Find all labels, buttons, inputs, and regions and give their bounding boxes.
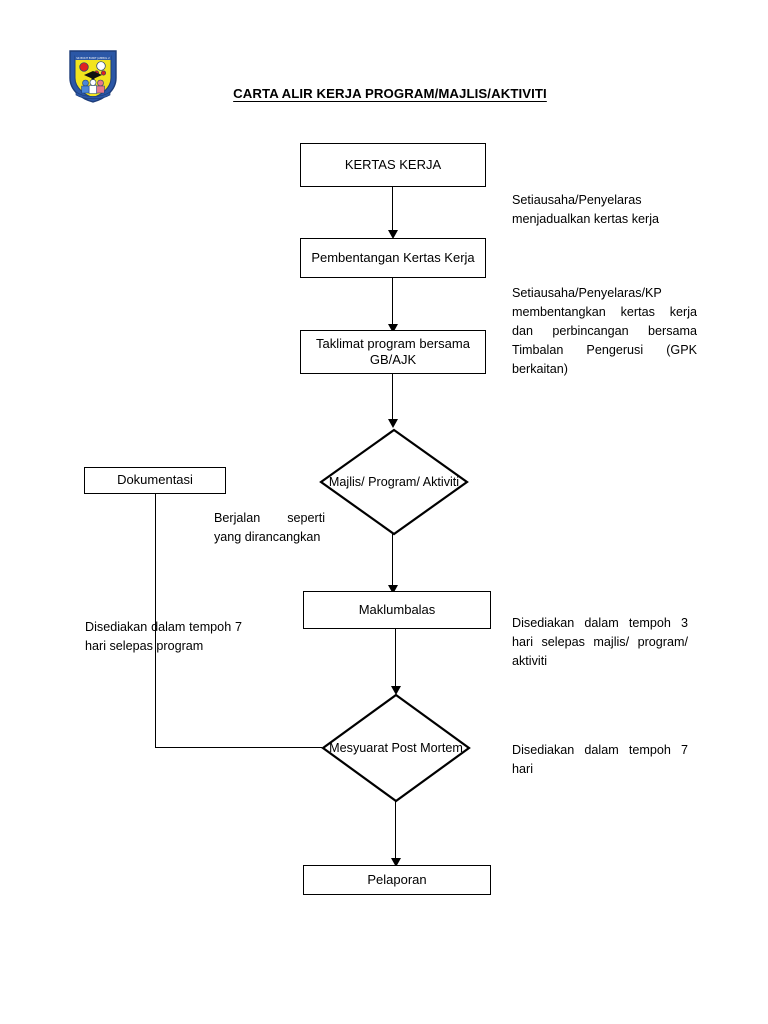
decision-label-line2: Post (391, 740, 417, 755)
school-crest-logo: SK BUKIT BUKIT JAMBUL 2 (66, 48, 120, 104)
node-label: KERTAS KERJA (344, 156, 442, 172)
node-label: Dokumentasi (117, 472, 193, 488)
node-maklumbalas: Maklumbalas (303, 591, 491, 629)
node-label: Pelaporan (367, 871, 427, 887)
node-label: Maklumbalas (358, 601, 436, 617)
connector-postmortem-to-pelaporan (395, 801, 396, 861)
decision-label-line1: Mesyuarat (329, 740, 388, 755)
decision-mesyuarat-post-mortem: Mesyuarat Post Mortem (321, 693, 471, 803)
node-pembentangan-kertas-kerja: Pembentangan Kertas Kerja (300, 238, 486, 278)
arrowhead-4 (388, 585, 398, 594)
arrowhead-1 (388, 230, 398, 239)
connector-kertas-to-pembentangan (392, 187, 393, 232)
diamond-shape (319, 428, 469, 536)
decision-majlis-program-aktiviti: Majlis/ Program/ Aktiviti (319, 428, 469, 536)
note-postmortem: Disediakan dalam tempoh 7 hari (512, 743, 688, 776)
connector-dokumentasi-vertical (155, 494, 156, 747)
label-berjalan-seperti-dirancangkan: Berjalan seperti yang dirancangkan (214, 511, 325, 544)
arrowhead-6 (391, 858, 401, 867)
node-taklimat-program: Taklimat program bersama GB/AJK (300, 330, 486, 374)
arrowhead-3 (388, 419, 398, 428)
connector-maklumbalas-to-postmortem (395, 629, 396, 689)
page-title: CARTA ALIR KERJA PROGRAM/MAJLIS/AKTIVITI (233, 86, 547, 101)
arrowhead-5 (391, 686, 401, 695)
node-dokumentasi: Dokumentasi (84, 467, 226, 494)
connector-pembentangan-to-taklimat (392, 278, 393, 326)
note-kertas-kerja: Setiausaha/Penyelaras menjadualkan kerta… (512, 193, 660, 226)
connector-taklimat-to-majlis (392, 374, 393, 421)
decision-label-line3: Aktiviti (422, 474, 460, 489)
decision-label-line1: Majlis/ (328, 474, 365, 489)
arrowhead-2 (388, 324, 398, 333)
node-label: Pembentangan Kertas Kerja (311, 249, 475, 265)
decision-label: Majlis/ Program/ Aktiviti (329, 474, 459, 491)
decision-label-line2: Program/ (368, 474, 420, 489)
node-label-line2: GB/AJK (369, 352, 417, 367)
note-pembentangan: Setiausaha/Penyelaras/KP membentangkan k… (512, 286, 697, 376)
diamond-shape (321, 693, 471, 803)
note-maklumbalas: Disediakan dalam tempoh 3 hari selepas m… (512, 616, 688, 668)
node-label-line1: Taklimat program bersama (316, 335, 470, 351)
node-kertas-kerja: KERTAS KERJA (300, 143, 486, 187)
connector-dokumentasi-to-postmortem (155, 747, 322, 748)
decision-label-line3: Mortem (420, 740, 463, 755)
svg-text:SK BUKIT BUKIT JAMBUL 2: SK BUKIT BUKIT JAMBUL 2 (76, 56, 110, 60)
node-pelaporan: Pelaporan (303, 865, 491, 895)
connector-majlis-to-maklumbalas (392, 534, 393, 588)
note-dokumentasi: Disediakan dalam tempoh 7 hari selepas p… (85, 620, 242, 653)
decision-label: Mesyuarat Post Mortem (329, 740, 463, 757)
